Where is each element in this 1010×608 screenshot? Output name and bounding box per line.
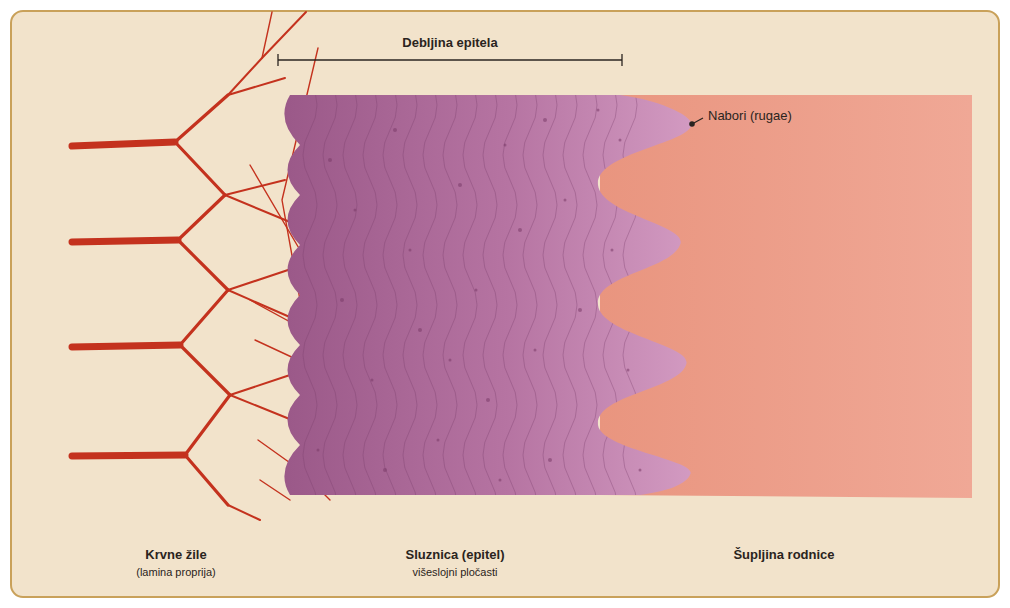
cell-dots bbox=[317, 109, 642, 482]
region-sublabel: (lamina proprija) bbox=[136, 566, 215, 579]
region-label: Krvne žile bbox=[145, 547, 206, 563]
region-label: Šupljina rodnice bbox=[733, 547, 834, 563]
frame bbox=[11, 11, 999, 597]
callout-label: Nabori (rugae) bbox=[708, 108, 792, 124]
vaginal-cavity bbox=[600, 95, 972, 498]
region-label: Sluznica (epitel) bbox=[406, 547, 505, 563]
dimension-label: Debljina epitela bbox=[402, 35, 497, 51]
leader-line bbox=[689, 118, 703, 127]
dimension-bar bbox=[278, 54, 622, 66]
region-sublabel: višeslojni pločasti bbox=[413, 566, 498, 579]
epithelium-layers bbox=[303, 80, 637, 530]
